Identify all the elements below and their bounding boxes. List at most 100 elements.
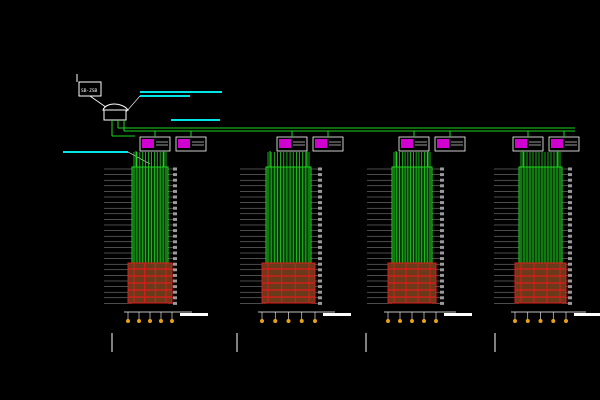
- footing-dot: [538, 319, 543, 323]
- annotation-leader-2: [127, 151, 151, 165]
- footing-dot: [410, 319, 414, 323]
- floor-tag: [318, 201, 322, 205]
- equipment-panel: [401, 139, 413, 148]
- footing-dot: [299, 319, 304, 323]
- floor-tag: [440, 212, 444, 216]
- floor-tag: [318, 217, 322, 221]
- footing-dot: [551, 319, 556, 323]
- footing-dot: [386, 319, 390, 323]
- floor-tag: [173, 234, 177, 238]
- footing-dot: [564, 319, 568, 323]
- floor-tag: [173, 212, 177, 216]
- floor-tag: [173, 290, 177, 294]
- footing-dot: [434, 319, 438, 323]
- floor-tag: [173, 195, 177, 199]
- section-markers: [111, 333, 496, 352]
- floor-tag: [173, 240, 177, 244]
- floor-tag: [173, 257, 177, 261]
- floor-tag: [440, 229, 444, 233]
- floor-tag: [568, 301, 572, 305]
- ground-label-bar: [180, 313, 208, 316]
- footing-dot: [398, 319, 402, 323]
- footing-dot: [137, 319, 141, 323]
- tower-1: [104, 131, 208, 323]
- floor-tag: [568, 273, 572, 277]
- controller-label: SB-ZSB: [81, 88, 98, 94]
- equipment-panel: [315, 139, 327, 148]
- floor-tag: [318, 178, 322, 182]
- floor-tag: [173, 273, 177, 277]
- floor-tag: [318, 229, 322, 233]
- floor-tag: [440, 279, 444, 283]
- tower-3: [367, 131, 472, 323]
- equipment-panel: [515, 139, 527, 148]
- floor-tag: [173, 262, 177, 266]
- floor-tag: [568, 184, 572, 188]
- footing-dot: [525, 319, 530, 323]
- floor-tag: [173, 167, 177, 171]
- floor-tag: [318, 257, 322, 261]
- footing-dot: [273, 319, 278, 323]
- floor-tag: [173, 184, 177, 188]
- footing-dot: [513, 319, 517, 323]
- floor-tag: [173, 189, 177, 193]
- floor-tag: [568, 279, 572, 283]
- floor-tag: [440, 195, 444, 199]
- floor-tag: [440, 173, 444, 177]
- floor-tag: [568, 290, 572, 294]
- floor-tag: [173, 251, 177, 255]
- floor-tag: [440, 240, 444, 244]
- floor-tag: [318, 173, 322, 177]
- floor-tag: [440, 206, 444, 210]
- floor-tag: [318, 296, 322, 300]
- floor-tag: [568, 201, 572, 205]
- floor-tag: [318, 234, 322, 238]
- floor-tag: [568, 217, 572, 221]
- footing-dot: [286, 319, 291, 323]
- controller-group: SB-ZSB: [76, 74, 130, 121]
- floor-tag: [440, 262, 444, 266]
- floor-tag: [173, 173, 177, 177]
- ground-label-bar: [574, 313, 600, 316]
- floor-tag: [568, 251, 572, 255]
- floor-tag: [440, 257, 444, 261]
- footing-dot: [126, 319, 130, 323]
- footing-dot: [148, 319, 152, 323]
- riser-block: [518, 166, 563, 264]
- floor-tag: [568, 285, 572, 289]
- floor-tag: [318, 206, 322, 210]
- floor-tag: [440, 184, 444, 188]
- floor-tag: [440, 234, 444, 238]
- floor-tag: [318, 184, 322, 188]
- floor-tag: [318, 245, 322, 249]
- riser-block: [265, 166, 312, 264]
- footing-dot: [260, 319, 264, 323]
- floor-tag: [568, 257, 572, 261]
- floor-tag: [173, 245, 177, 249]
- floor-tag: [440, 189, 444, 193]
- floor-tag: [318, 262, 322, 266]
- footing-dot: [170, 319, 174, 323]
- tower-2: [240, 131, 351, 323]
- equipment-panel: [279, 139, 291, 148]
- floor-tag: [568, 178, 572, 182]
- floor-tag: [568, 245, 572, 249]
- floor-tag: [440, 285, 444, 289]
- floor-tag: [440, 296, 444, 300]
- trunk-lines: [111, 120, 575, 137]
- floor-tag: [440, 301, 444, 305]
- ground-label-bar: [323, 313, 351, 316]
- floor-tag: [440, 217, 444, 221]
- floor-tag: [173, 285, 177, 289]
- hub-box: [103, 109, 127, 121]
- floor-tag: [440, 223, 444, 227]
- floor-tag: [318, 240, 322, 244]
- equipment-panel: [551, 139, 563, 148]
- floor-tag: [173, 206, 177, 210]
- floor-tag: [318, 223, 322, 227]
- tower-4: [494, 131, 600, 323]
- floor-tag: [318, 273, 322, 277]
- floor-tag: [173, 279, 177, 283]
- floor-tag: [568, 229, 572, 233]
